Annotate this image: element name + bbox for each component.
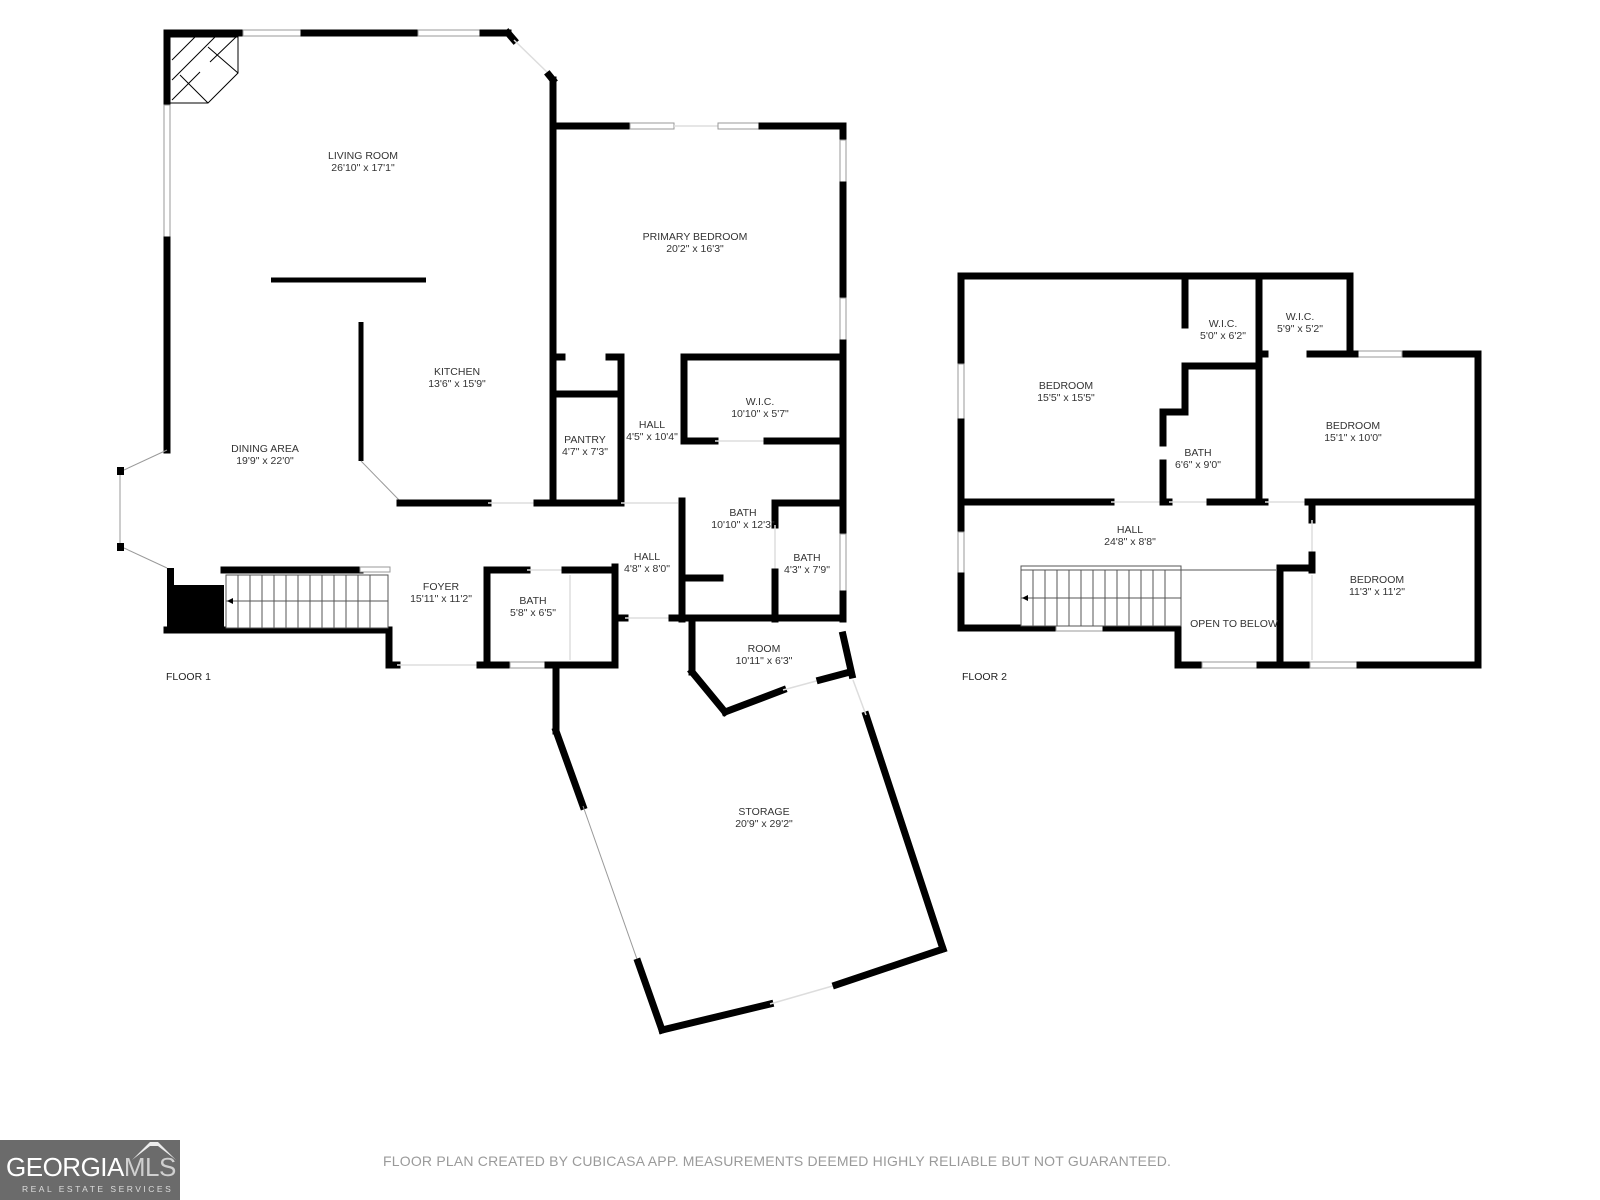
room-dims: 4'3" x 7'9" [784,564,830,576]
room-dims: 6'6" x 9'0" [1175,459,1221,471]
logo-subtitle: REAL ESTATE SERVICES [22,1184,174,1194]
room-pantry: PANTRY 4'7" x 7'3" [562,434,608,458]
room-bath-floor-2: BATH 6'6" x 9'0" [1175,447,1221,471]
room-dims: 5'9" x 5'2" [1277,323,1323,335]
room-bath-half: BATH 5'8" x 6'5" [510,595,556,619]
floor-2-walls [957,272,1482,669]
room-dims: 15'1" x 10'0" [1324,432,1382,444]
room-dims: 20'9" x 29'2" [735,818,793,830]
room-name: W.I.C. [745,396,775,408]
room-kitchen: KITCHEN 13'6" x 15'9" [428,366,486,390]
room-name: HALL [1116,524,1144,536]
room-name: FOYER [422,581,460,593]
room-name: STORAGE [738,806,790,818]
room-dining-area: DINING AREA 19'9" x 22'0" [231,443,299,467]
room-name: HALL [638,419,666,431]
georgia-mls-logo: GEORGIAMLS REAL ESTATE SERVICES [0,1140,180,1200]
room-wic-3: W.I.C. 5'9" x 5'2" [1277,311,1323,335]
room-dims: 26'10" x 17'1" [331,162,395,174]
room-dims: 11'3" x 11'2" [1348,586,1406,598]
floor-2-label: FLOOR 2 [962,671,1007,683]
logo-brand-georgia: GEORGIA [6,1152,124,1182]
roof-icon [132,1142,176,1160]
room-name: W.I.C. [1208,318,1238,330]
room-bath-small: BATH 4'3" x 7'9" [784,552,830,576]
room-walk-in-closet: W.I.C. 10'10" x 5'7" [731,396,789,420]
room-living-room: LIVING ROOM 26'10" x 17'1" [328,150,398,174]
room-dims: 15'5" x 15'5" [1037,392,1095,404]
room-dims: 24'8" x 8'8" [1104,536,1156,548]
staircase-floor-1 [225,574,389,629]
floor-1-walls [117,28,948,1035]
room-room: ROOM 10'11" x 6'3" [736,643,793,667]
room-storage: STORAGE 20'9" x 29'2" [735,806,793,830]
room-primary-bedroom: PRIMARY BEDROOM 20'2" x 16'3" [643,231,748,255]
logo-brand-mls: MLS [123,1152,176,1182]
room-dims: 5'8" x 6'5" [510,607,556,619]
room-dims: 4'5" x 10'4" [626,431,678,443]
room-name: BEDROOM [1325,420,1381,432]
logo-brand: GEORGIAMLS [6,1154,176,1180]
room-dims: 15'11" x 11'2" [410,593,472,605]
room-dims: 4'7" x 7'3" [562,446,608,458]
room-name: BEDROOM [1038,380,1094,392]
room-name: ROOM [747,643,781,655]
room-wic-2: W.I.C. 5'0" x 6'2" [1200,318,1246,342]
room-name: BEDROOM [1349,574,1405,586]
room-dims: 20'2" x 16'3" [666,243,724,255]
disclaimer-text: FLOOR PLAN CREATED BY CUBICASA APP. MEAS… [383,1153,1172,1169]
room-name: LIVING ROOM [327,150,399,162]
room-name: W.I.C. [1285,311,1315,323]
room-name: BATH [729,507,757,519]
room-hall-2: HALL 4'8" x 8'0" [624,551,670,575]
room-dims: 5'0" x 6'2" [1200,330,1246,342]
room-bedroom-2: BEDROOM 15'5" x 15'5" [1037,380,1095,404]
room-open-to-below: OPEN TO BELOW [1190,618,1278,630]
room-name: KITCHEN [433,366,481,378]
room-name: BATH [519,595,547,607]
room-dims: 4'8" x 8'0" [624,563,670,575]
fireplace-icon [169,36,239,104]
room-dims: 10'11" x 6'3" [735,655,793,667]
room-name: DINING AREA [231,443,299,455]
room-name: BATH [1184,447,1212,459]
room-bedroom-3: BEDROOM 15'1" x 10'0" [1324,420,1382,444]
room-name: PRIMARY BEDROOM [642,231,748,243]
room-foyer: FOYER 15'11" x 11'2" [410,581,472,605]
room-name: OPEN TO BELOW [1190,618,1278,630]
room-name: BATH [793,552,821,564]
room-bedroom-4: BEDROOM 11'3" x 11'2" [1349,574,1405,598]
floor-1-label: FLOOR 1 [166,671,211,683]
room-dims: 10'10" x 5'7" [731,408,789,420]
room-hall-floor-2: HALL 24'8" x 8'8" [1104,524,1156,548]
room-name: PANTRY [564,434,606,446]
room-hall-1: HALL 4'5" x 10'4" [626,419,678,443]
room-dims: 19'9" x 22'0" [236,455,294,467]
staircase-floor-2 [1020,565,1276,627]
room-dims: 10'10" x 12'3" [711,519,775,531]
room-dims: 13'6" x 15'9" [428,378,486,390]
room-bath-primary: BATH 10'10" x 12'3" [711,507,774,531]
room-name: HALL [633,551,661,563]
